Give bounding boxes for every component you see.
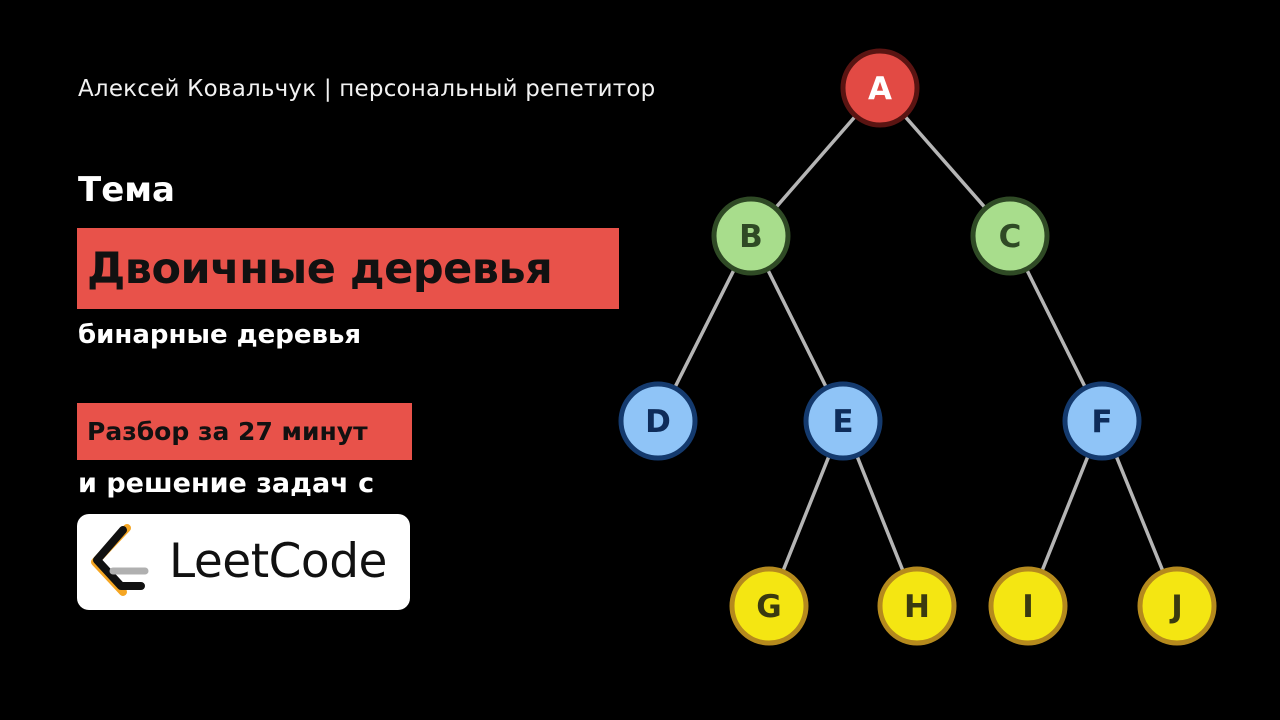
tree-node-circle [970, 196, 1050, 276]
tree-edge-F-J [1114, 454, 1165, 573]
tree-node-J: J [1137, 566, 1217, 646]
tree-node-circle [803, 381, 883, 461]
tree-node-I: I [988, 566, 1068, 646]
tree-node-A: A [840, 48, 920, 128]
tree-node-F: F [1062, 381, 1142, 461]
tasks-caption: и решение задач с [78, 468, 375, 499]
tree-node-circle [729, 566, 809, 646]
duration-text: Разбор за 27 минут [87, 417, 368, 446]
tree-edge-C-F [1024, 268, 1088, 389]
tree-node-label: B [739, 219, 763, 255]
tree-node-circle [877, 566, 957, 646]
tree-edge-E-H [855, 454, 905, 573]
tree-node-circle [711, 196, 791, 276]
tree-node-label: C [999, 219, 1022, 255]
tree-node-C: C [970, 196, 1050, 276]
tree-node-G: G [729, 566, 809, 646]
tree-node-B: B [711, 196, 791, 276]
tree-node-label: J [1169, 589, 1183, 625]
leetcode-icon [91, 524, 149, 596]
duration-banner: Разбор за 27 минут [77, 403, 412, 460]
author-caption: Алексей Ковальчук | персональный репетит… [78, 76, 656, 102]
tree-edge-A-C [903, 114, 987, 210]
tree-edge-B-E [765, 268, 829, 389]
page-title: Двоичные деревья [87, 243, 553, 294]
tree-node-circle [988, 566, 1068, 646]
title-banner: Двоичные деревья [77, 228, 619, 309]
topic-label: Тема [78, 170, 175, 210]
tree-edge-F-I [1040, 454, 1090, 573]
tree-node-E: E [803, 381, 883, 461]
tree-node-label: G [756, 589, 781, 625]
tree-node-circle [1062, 381, 1142, 461]
tree-node-D: D [618, 381, 698, 461]
tree-node-H: H [877, 566, 957, 646]
tree-edge-E-G [781, 454, 831, 573]
tree-edges [673, 114, 1165, 573]
tree-node-label: H [904, 589, 930, 625]
tree-node-label: F [1091, 404, 1112, 440]
leetcode-wordmark: LeetCode [169, 534, 387, 589]
tree-edge-B-D [673, 268, 736, 389]
tree-node-label: A [868, 71, 892, 107]
subtitle: бинарные деревья [78, 320, 362, 350]
tree-node-circle [840, 48, 920, 128]
leetcode-logo: LeetCode [77, 514, 410, 610]
tree-node-circle [1137, 566, 1217, 646]
tree-nodes: A B C D E F G H I J [618, 48, 1217, 646]
tree-node-circle [618, 381, 698, 461]
tree-node-label: I [1022, 589, 1034, 625]
tree-edge-A-B [773, 114, 858, 210]
tree-node-label: E [832, 404, 853, 440]
tree-node-label: D [645, 404, 671, 440]
